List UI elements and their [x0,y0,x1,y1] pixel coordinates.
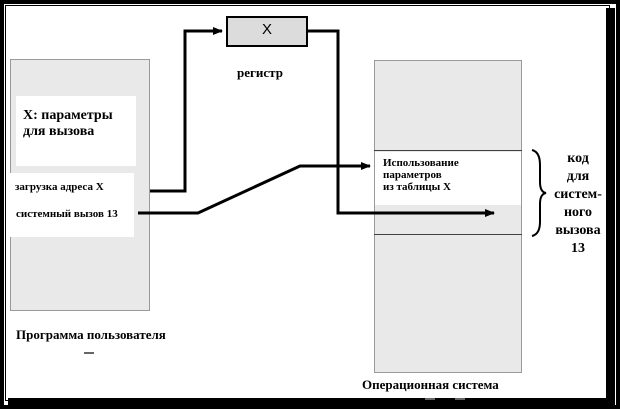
operating-system-label: Операционная система [362,377,499,392]
register-label: регистр [237,65,283,80]
user-program-label: Программа пользователя [16,327,166,342]
parameter-usage-block [375,152,521,205]
arrow-register-to-os [308,29,495,217]
operating-system-block [374,60,522,373]
label-underline-artifact [425,398,435,400]
arrow-load-to-register [150,27,223,193]
system-call-instruction: системный вызов 13 [16,208,118,220]
parameter-table-block [16,96,136,166]
system-call-code-label: код для систем- ного вызова 13 [554,151,602,256]
frame-shadow-right [606,8,615,404]
label-underline-artifact [84,352,94,354]
label-underline-artifact [455,398,465,400]
parameter-usage-label: Использование параметров из таблицы X [383,157,459,193]
register-value: X [261,21,272,38]
arrow-syscall-to-os [138,162,371,215]
register-box [226,16,308,47]
right-brace [531,149,547,237]
parameter-table-label: X: параметры для вызова [23,108,113,139]
frame-shadow-bottom [8,398,615,405]
system-call-code-section [374,150,522,235]
load-address-instruction: загрузка адреса X [15,181,104,193]
instruction-block [10,173,134,237]
